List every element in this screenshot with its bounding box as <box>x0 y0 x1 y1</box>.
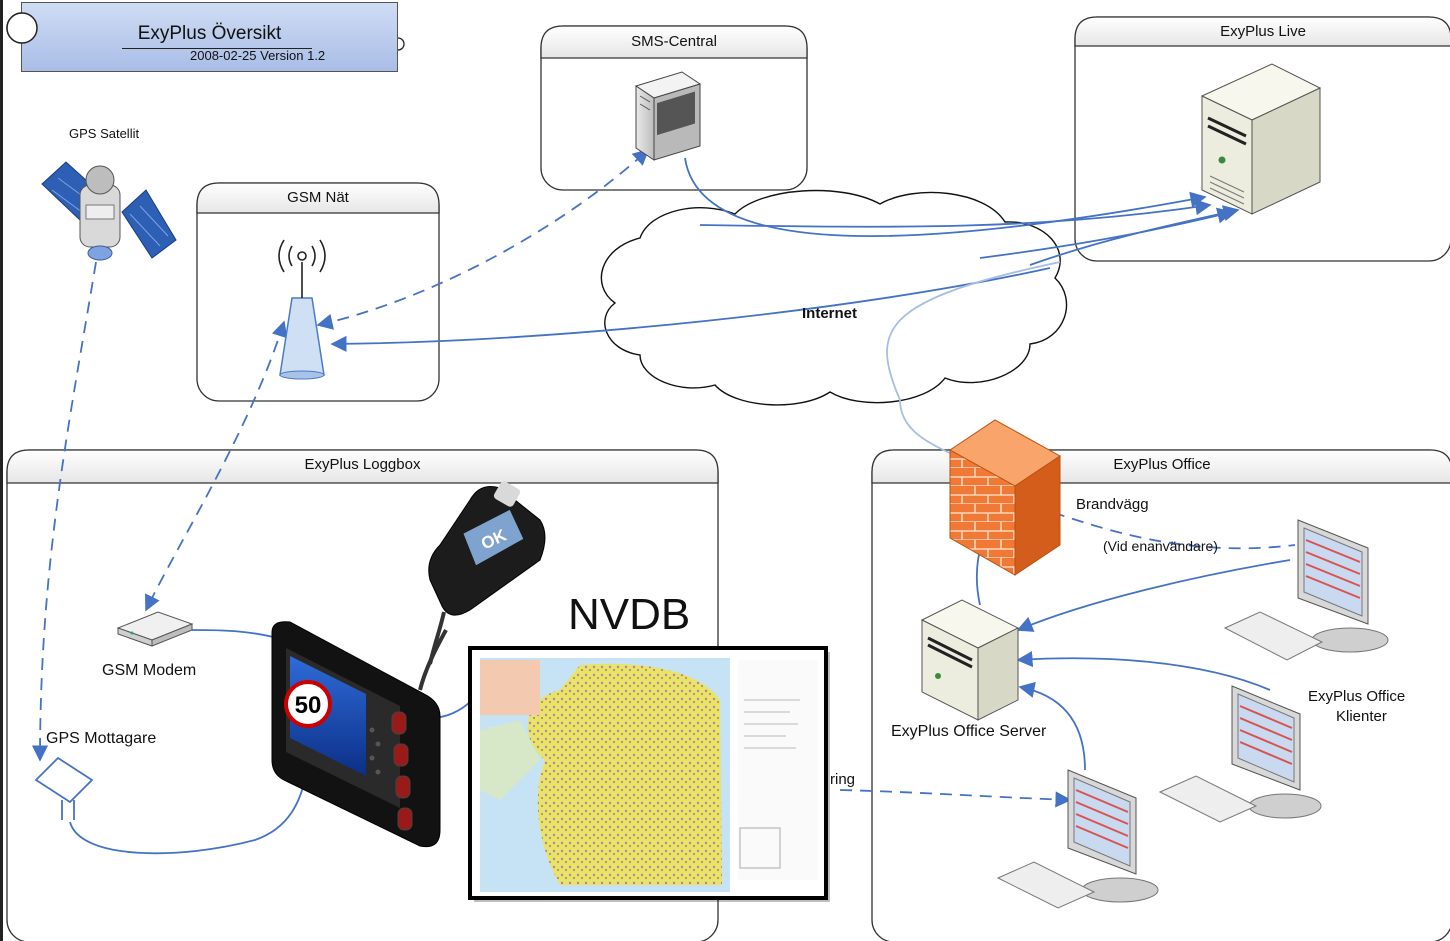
firewall-label: Brandvägg <box>1076 496 1149 513</box>
nvdb-label: NVDB <box>568 590 691 639</box>
speed-limit-text: 50 <box>295 692 322 719</box>
panel-title-loggbox: ExyPlus Loggbox <box>304 456 421 473</box>
client3-server-link <box>1018 681 1086 771</box>
panel-title-sms-central: SMS-Central <box>631 33 717 50</box>
single-user-label: (Vid enanvändare) <box>1103 538 1218 554</box>
panel-title-exyplus-live: ExyPlus Live <box>1220 23 1306 40</box>
panel-title-office: ExyPlus Office <box>1113 456 1211 473</box>
internet-live-link-1 <box>699 199 1212 228</box>
diagram-subtitle: 2008-02-25 Version 1.2 <box>190 48 326 63</box>
office-server-label: ExyPlus Office Server <box>891 723 1047 740</box>
partial-label: ring <box>830 771 856 788</box>
gps-satellite-label: GPS Satellit <box>69 126 140 141</box>
client-workstation-2 <box>1158 685 1322 823</box>
internet-live-link-2 <box>979 207 1234 259</box>
client-workstation-3 <box>996 769 1159 909</box>
gsm-modem-icon <box>116 611 194 647</box>
internet-label: Internet <box>802 305 858 322</box>
connections <box>31 148 1296 855</box>
diagram-title: ExyPlus Översikt <box>137 23 282 44</box>
office-server-icon <box>920 599 1020 721</box>
gsm-sms-link <box>316 148 650 330</box>
live-server-icon <box>1200 63 1322 215</box>
internet-cloud <box>600 189 1068 406</box>
gps-link <box>31 261 97 762</box>
left-edge <box>0 0 3 941</box>
client2-server-link <box>1016 651 1271 691</box>
title-box: ExyPlus Översikt 2008-02-25 Version 1.2 <box>21 2 398 72</box>
title-connector-overlay <box>6 12 38 44</box>
office-clients-label-line2: Klienter <box>1336 708 1387 725</box>
gps-receiver-label: GPS Mottagare <box>46 730 157 747</box>
client1-server-link <box>1016 559 1291 632</box>
breathalyzer-icon: OK <box>428 481 546 665</box>
loggbox-device-icon: 50 <box>271 621 448 848</box>
internet-firewall-link <box>886 261 1061 401</box>
gsm-modem-link <box>145 320 288 612</box>
client-workstation-1 <box>1223 519 1389 661</box>
gsm-modem-label: GSM Modem <box>102 662 197 679</box>
firewall-live-link <box>1029 205 1240 266</box>
map-client-link <box>839 789 1072 808</box>
sms-live-link <box>684 157 1207 238</box>
firewall-icon <box>949 419 1061 576</box>
receiver-device-link <box>69 779 306 855</box>
gps-receiver-icon <box>34 756 94 820</box>
internet-gsm-link <box>330 267 1051 352</box>
office-clients-label-line1: ExyPlus Office <box>1308 688 1406 705</box>
gsm-tower-icon <box>278 239 326 380</box>
nvdb-map <box>468 646 830 902</box>
sms-server-icon <box>634 71 702 161</box>
title-rule <box>122 48 312 49</box>
gps-satellite-icon <box>41 161 177 261</box>
panel-title-gsm-nat: GSM Nät <box>287 189 349 206</box>
